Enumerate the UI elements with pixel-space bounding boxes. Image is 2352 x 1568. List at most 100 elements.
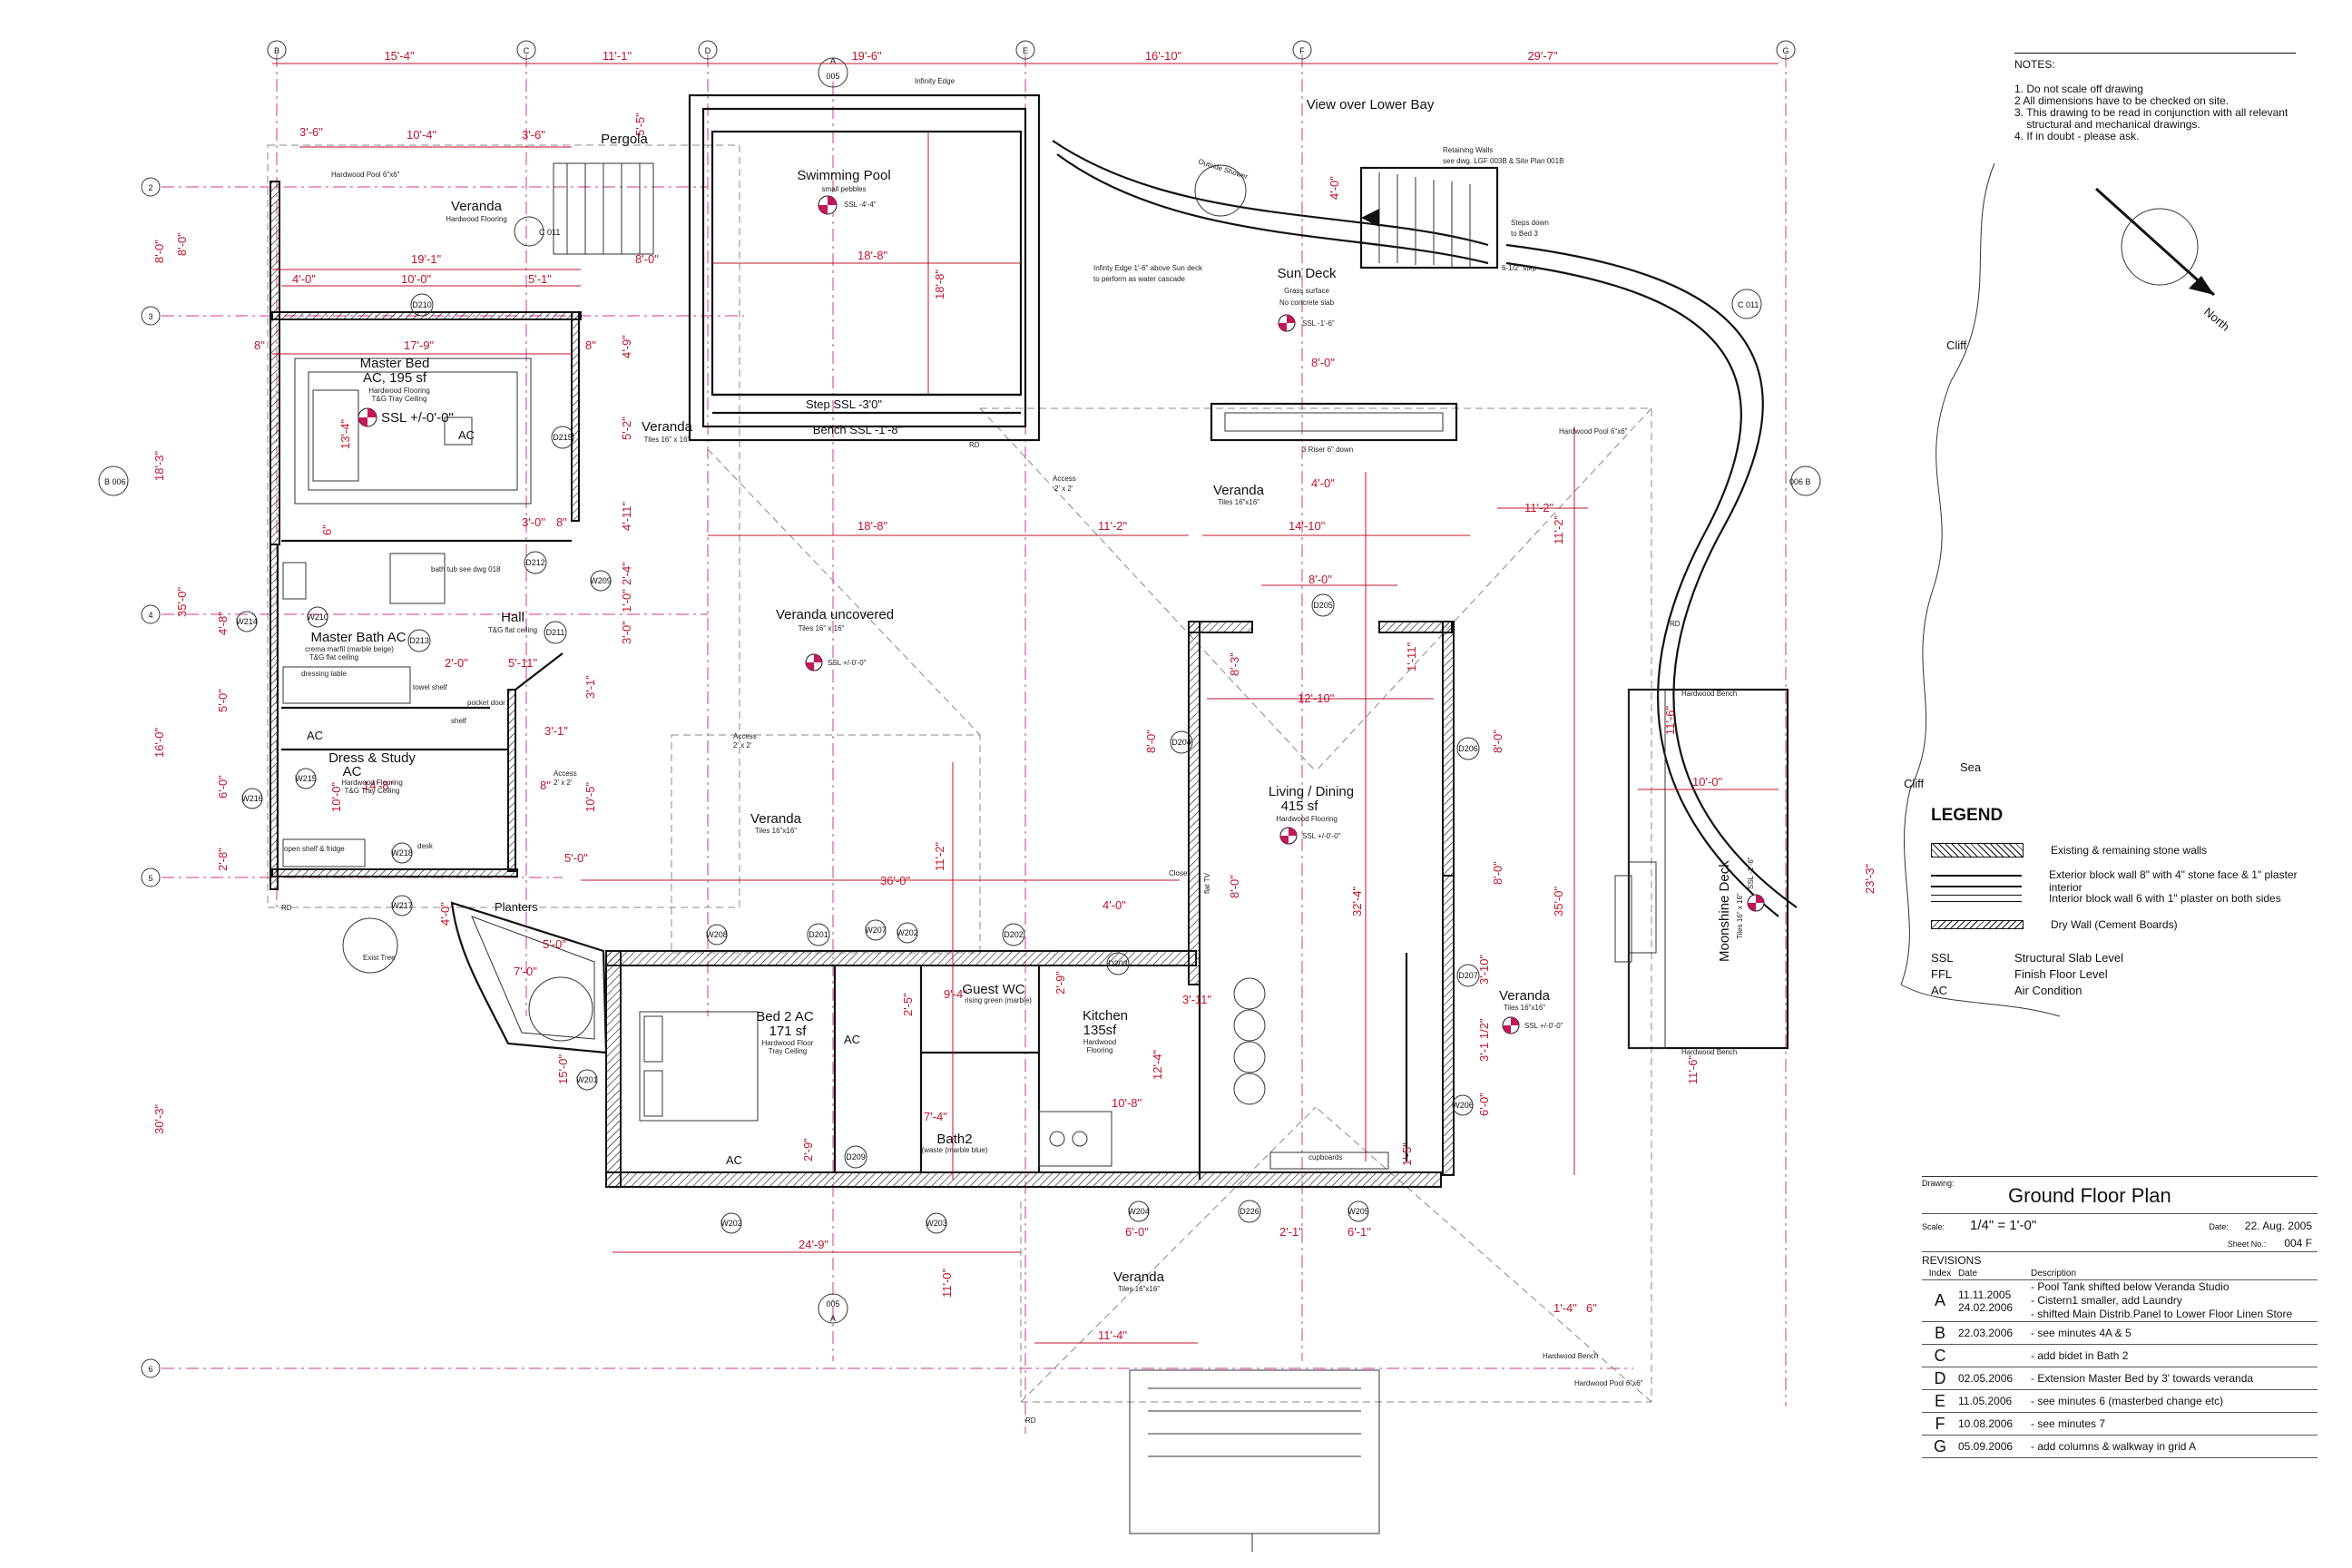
label-master-bed-sub2: T&G Tray Ceiling (372, 395, 427, 403)
label-guest-wc: Guest WC (962, 982, 1024, 997)
dim-2-1: 2'-1" (1279, 1225, 1303, 1239)
col-dim-ef: 16'-10" (1145, 49, 1182, 63)
label-infinity-note-1: Infinty Edge 1'-6" above Sun deck (1093, 264, 1203, 272)
legend-panel: LEGEND Existing & remaining stone walls … (1931, 806, 2330, 1000)
label-access-2-size: 2' x 2' (733, 741, 752, 750)
label-moonshine: Moonshine Deck (1717, 860, 1732, 962)
rev-e-date: 11.05.2006 (1958, 1395, 2013, 1407)
section-c011-left: C 011 (539, 228, 560, 237)
dim-2-4: 2'-4" (620, 562, 633, 585)
label-dress-ac-unit: AC (307, 729, 323, 742)
revision-row-e: E 11.05.2006 - see minutes 6 (masterbed … (1922, 1390, 2318, 1413)
tag-d209: D209 (846, 1152, 866, 1161)
dim-17-9: 17'-9" (404, 338, 435, 352)
dim-10-0c: 10'-0" (1692, 775, 1723, 789)
rev-c-desc: - add bidet in Bath 2 (2031, 1348, 2129, 1362)
bed2-wing-walls (605, 950, 1442, 1188)
grid-label-c: C (524, 46, 530, 55)
label-cliff-top: Cliff (1946, 338, 1967, 352)
note-4: 4. If in doubt - please ask. (2014, 130, 2140, 142)
scale-value: 1/4" = 1'-0" (1970, 1218, 2037, 1233)
label-moonshine-ssl: SSL -1'-6" (1747, 857, 1755, 889)
label-veranda-uncovered: Veranda uncovered (776, 607, 894, 622)
tag-w208: W208 (706, 930, 728, 939)
label-bath-tub: bath tub see dwg 018 (431, 565, 501, 573)
label-dress-sub2: T&G Tray Ceiling (345, 787, 400, 795)
dim-4-9: 4'-9" (620, 335, 633, 358)
label-access-1-size: 2' x 2' (1054, 485, 1073, 493)
label-pergola: Pergola (601, 132, 648, 147)
label-guest-wc-sub: rising green (marble) (965, 996, 1032, 1004)
dim-10-4: 10'-4" (407, 128, 437, 142)
dim-16-0: 16'-0" (152, 727, 166, 758)
label-retaining-1: Retaining Walls (1443, 146, 1493, 154)
dim-18-8-mid: 18'-8" (858, 519, 888, 533)
label-rd-2: RD (281, 904, 292, 912)
section-a005-top: 005 (826, 72, 839, 81)
grid-label-g: G (1782, 46, 1788, 55)
rev-col-desc: Description (2031, 1268, 2077, 1279)
dim-3-10: 3'-10" (1477, 954, 1491, 985)
label-master-bath: Master Bath AC (310, 630, 406, 645)
dim-18-8b: 18'-8" (933, 269, 946, 299)
rev-col-index: Index (1928, 1268, 1952, 1279)
abbr-ffl-key: FFL (1931, 967, 1953, 981)
dim-2-0: 2'-0" (445, 656, 468, 670)
label-pocket-door: pocket door (467, 699, 505, 707)
label-kitchen-sub1: Hardwood (1083, 1038, 1116, 1046)
label-master-bed-area: AC, 195 sf (363, 370, 427, 386)
dim-36-0: 36'-0" (880, 874, 911, 887)
drawing-row: Drawing: (1922, 1177, 2318, 1188)
rev-a-desc-3: - shifted Main Distrib.Panel to Lower Fl… (2031, 1308, 2293, 1320)
label-sun-deck-sub1: Grass surface (1284, 287, 1329, 295)
rev-f-desc: - see minutes 7 (2031, 1416, 2106, 1430)
legend-stone-label: Existing & remaining stone walls (2051, 844, 2208, 857)
dim-11-2: 11'-2" (1098, 519, 1128, 533)
label-dress-sub1: Hardwood Flooring (341, 779, 403, 787)
label-kitchen-sub2: Flooring (1087, 1046, 1113, 1054)
label-access-3: Access (554, 769, 577, 778)
grid-lines (162, 54, 1787, 1434)
dim-13-4: 13'-4" (338, 418, 352, 449)
dim-4-0: 4'-0" (292, 272, 316, 286)
tag-w217: W217 (391, 901, 413, 910)
dimension-lines (272, 146, 1779, 1344)
label-sun-deck-ssl: SSL -1'-6" (1302, 319, 1335, 328)
legend-swatch-interior (1931, 895, 2022, 902)
dim-8b: 8" (585, 338, 596, 352)
dim-8a: 8" (254, 338, 265, 352)
label-bench-south: Hardwood Bench (1543, 1352, 1598, 1360)
rev-c-index: C (1934, 1346, 1946, 1365)
tag-w202-top: W202 (897, 928, 918, 937)
grid-label-a: A (830, 56, 836, 65)
dim-7-0: 7'-0" (514, 965, 537, 978)
label-veranda-center: Veranda (750, 811, 802, 827)
window-tags: W210 W209 W214 W215 W216 W218 W217 W201 … (236, 570, 1474, 1234)
label-veranda-top: Veranda (451, 199, 503, 214)
dim-10-0b: 10'-0" (329, 781, 343, 812)
dim-14-10: 14'-10" (1289, 519, 1326, 533)
dim-10-0: 10'-0" (401, 272, 432, 286)
dim-6b: 6" (1586, 1301, 1597, 1315)
rev-g-date: 05.09.2006 (1958, 1440, 2014, 1453)
label-bench-top: Hardwood Bench (1681, 690, 1737, 698)
dim-12-10: 12'-10" (1298, 691, 1335, 705)
dim-6-1: 6'-1" (1348, 1225, 1371, 1239)
date-label: Date: (2209, 1222, 2229, 1231)
rev-d-date: 02.05.2006 (1958, 1372, 2014, 1385)
living-walls (1188, 621, 1455, 1180)
dim-23-3: 23'-3" (1863, 863, 1877, 894)
dim-5-2: 5'-2" (620, 416, 633, 440)
rev-f-index: F (1935, 1414, 1945, 1433)
dim-4-0c: 4'-0" (1311, 476, 1335, 490)
label-master-ac: AC (458, 428, 475, 442)
dim-8-3: 8'-3" (1228, 652, 1241, 676)
label-dress: Dress & Study (328, 750, 416, 766)
label-bed2-area: 171 sf (769, 1024, 808, 1039)
label-veranda-east: Veranda (1499, 988, 1551, 1004)
label-hardwood-pool-ne: Hardwood Pool 6"x6" (1559, 427, 1628, 436)
label-rd-4: RD (1670, 620, 1681, 628)
